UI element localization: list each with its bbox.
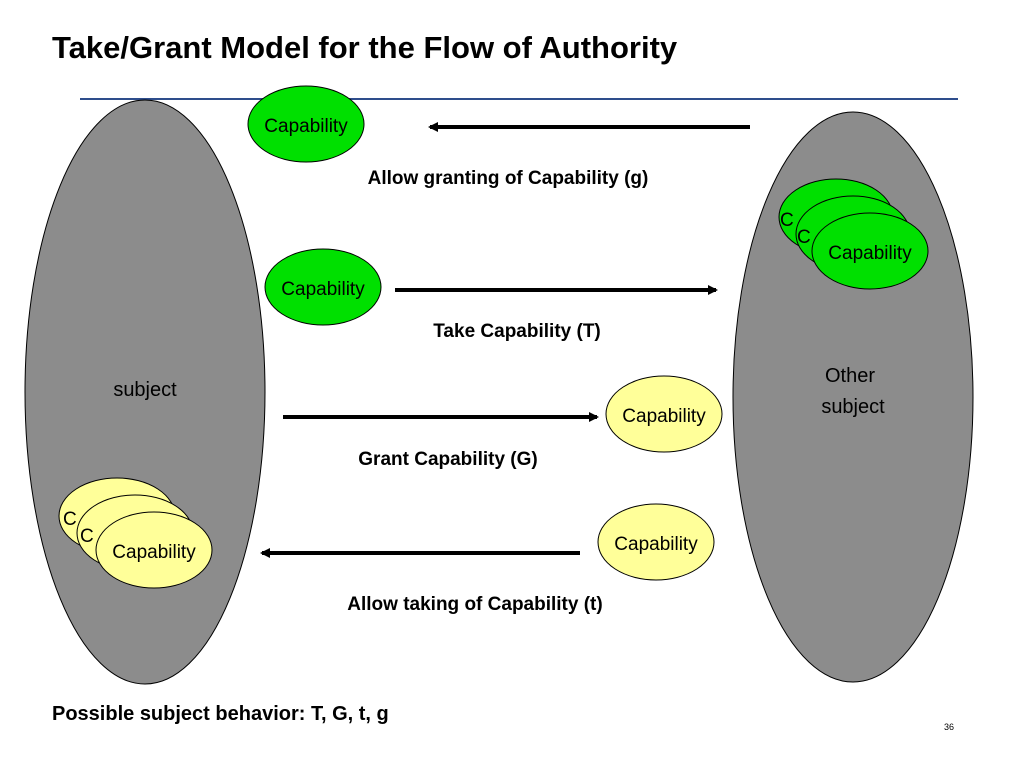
subject-label: subject	[113, 379, 177, 401]
capability-node	[95, 511, 213, 589]
slide-title: Take/Grant Model for the Flow of Authori…	[52, 30, 678, 65]
other-subject-label-line2: subject	[821, 396, 885, 418]
other-subject-label-line1: Other	[825, 365, 875, 387]
label-take: Take Capability (T)	[433, 321, 601, 342]
capability-partial-label: C	[780, 210, 794, 231]
capability-label: Capability	[614, 534, 698, 555]
capability-label: Capability	[622, 406, 706, 427]
capability-node-g	[247, 85, 365, 163]
capability-node-t	[597, 503, 715, 581]
label-grant: Grant Capability (G)	[358, 449, 537, 470]
capability-node-G	[605, 375, 723, 453]
green-capability-stack: C C Capability	[778, 178, 929, 290]
footer-behavior: Possible subject behavior: T, G, t, g	[52, 703, 389, 725]
capability-partial-label: C	[63, 509, 77, 530]
capability-node-T	[264, 248, 382, 326]
capability-label: Capability	[281, 279, 365, 300]
capability-label: Capability	[264, 116, 348, 137]
capability-label: Capability	[112, 542, 196, 563]
capability-partial-label: C	[797, 227, 811, 248]
label-allow-taking: Allow taking of Capability (t)	[347, 594, 602, 615]
page-number: 36	[944, 722, 955, 732]
capability-label: Capability	[828, 243, 912, 264]
yellow-capability-stack: C C Capability	[58, 477, 213, 589]
label-allow-granting: Allow granting of Capability (g)	[368, 168, 649, 189]
capability-partial-label: C	[80, 526, 94, 547]
capability-node	[811, 212, 929, 290]
